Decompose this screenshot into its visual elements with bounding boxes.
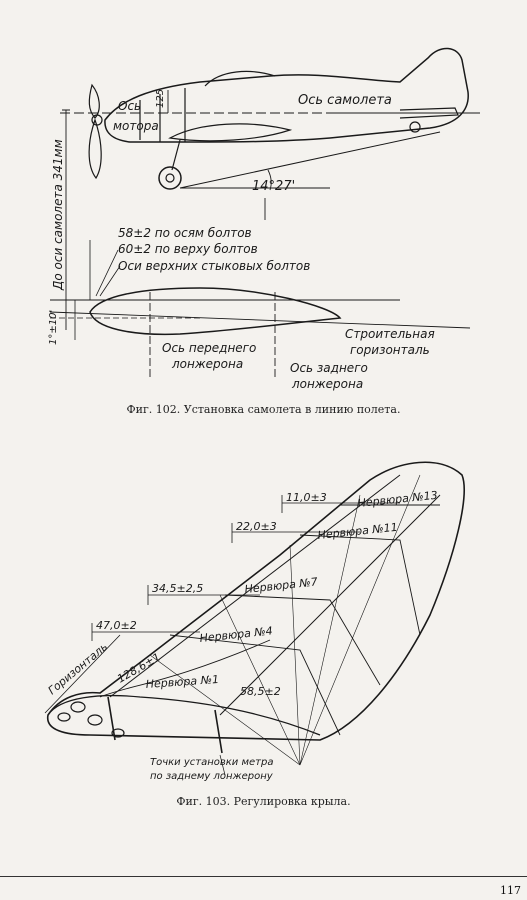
dim-11-0: 11,0±3	[286, 491, 327, 504]
dim-125: 125	[155, 89, 166, 108]
upper-bolt-axes-label: Оси верхних стыковых болтов	[118, 259, 310, 273]
motor-axis-label-1: Ось	[118, 99, 141, 113]
rib13-label: Нервюра №13	[357, 489, 438, 510]
to-plane-axis-label: До оси самолета 341мм	[51, 139, 65, 291]
dim-47-0: 47,0±2	[96, 619, 137, 632]
front-spar-label-1: Ось переднего	[162, 341, 256, 355]
dim-22-0: 22,0±3	[236, 520, 277, 533]
angle-label: 14°27'	[252, 179, 295, 194]
points-label-1: Точки установки метра	[150, 757, 274, 768]
figure-102-caption: Фиг. 102. Установка самолета в линию пол…	[126, 403, 401, 416]
rib11-label: Нервюра №11	[317, 521, 398, 542]
rib4-label: Нервюра №4	[199, 624, 273, 645]
bolt-top-label: 60±2 по верху болтов	[118, 242, 258, 256]
rib7-label: Нервюра №7	[244, 575, 318, 596]
bolt-axes-label: 58±2 по осям болтов	[118, 226, 252, 240]
rear-spar-label-1: Ось заднего	[290, 361, 368, 375]
figure-102-drawing: Ось мотора Ось самолета 125 14°27' До ос…	[48, 47, 480, 391]
dim-34-5: 34,5±2,5	[152, 582, 203, 595]
construction-label-1: Строительная	[345, 327, 435, 341]
page-number: 117	[500, 884, 521, 897]
rib1-label: Нервюра №1	[145, 673, 219, 691]
figure-103-caption: Фиг. 103. Регулировка крыла.	[176, 795, 351, 808]
plane-axis-label: Ось самолета	[298, 93, 392, 108]
motor-axis-label-2: мотора	[113, 119, 159, 133]
incidence-label: 1°±10'	[48, 310, 59, 345]
page-rule	[0, 876, 527, 877]
horizontal-label: Горизонталь	[46, 640, 111, 697]
points-label-2: по заднему лонжерону	[150, 771, 274, 782]
dim-58-5: 58,5±2	[240, 685, 281, 698]
construction-label-2: горизонталь	[350, 343, 430, 357]
rear-spar-label-2: лонжерона	[291, 377, 363, 391]
front-spar-label-2: лонжерона	[171, 357, 243, 371]
figure-103-drawing: 11,0±3 Нервюра №13 22,0±3 Нервюра №11 34…	[44, 461, 465, 782]
